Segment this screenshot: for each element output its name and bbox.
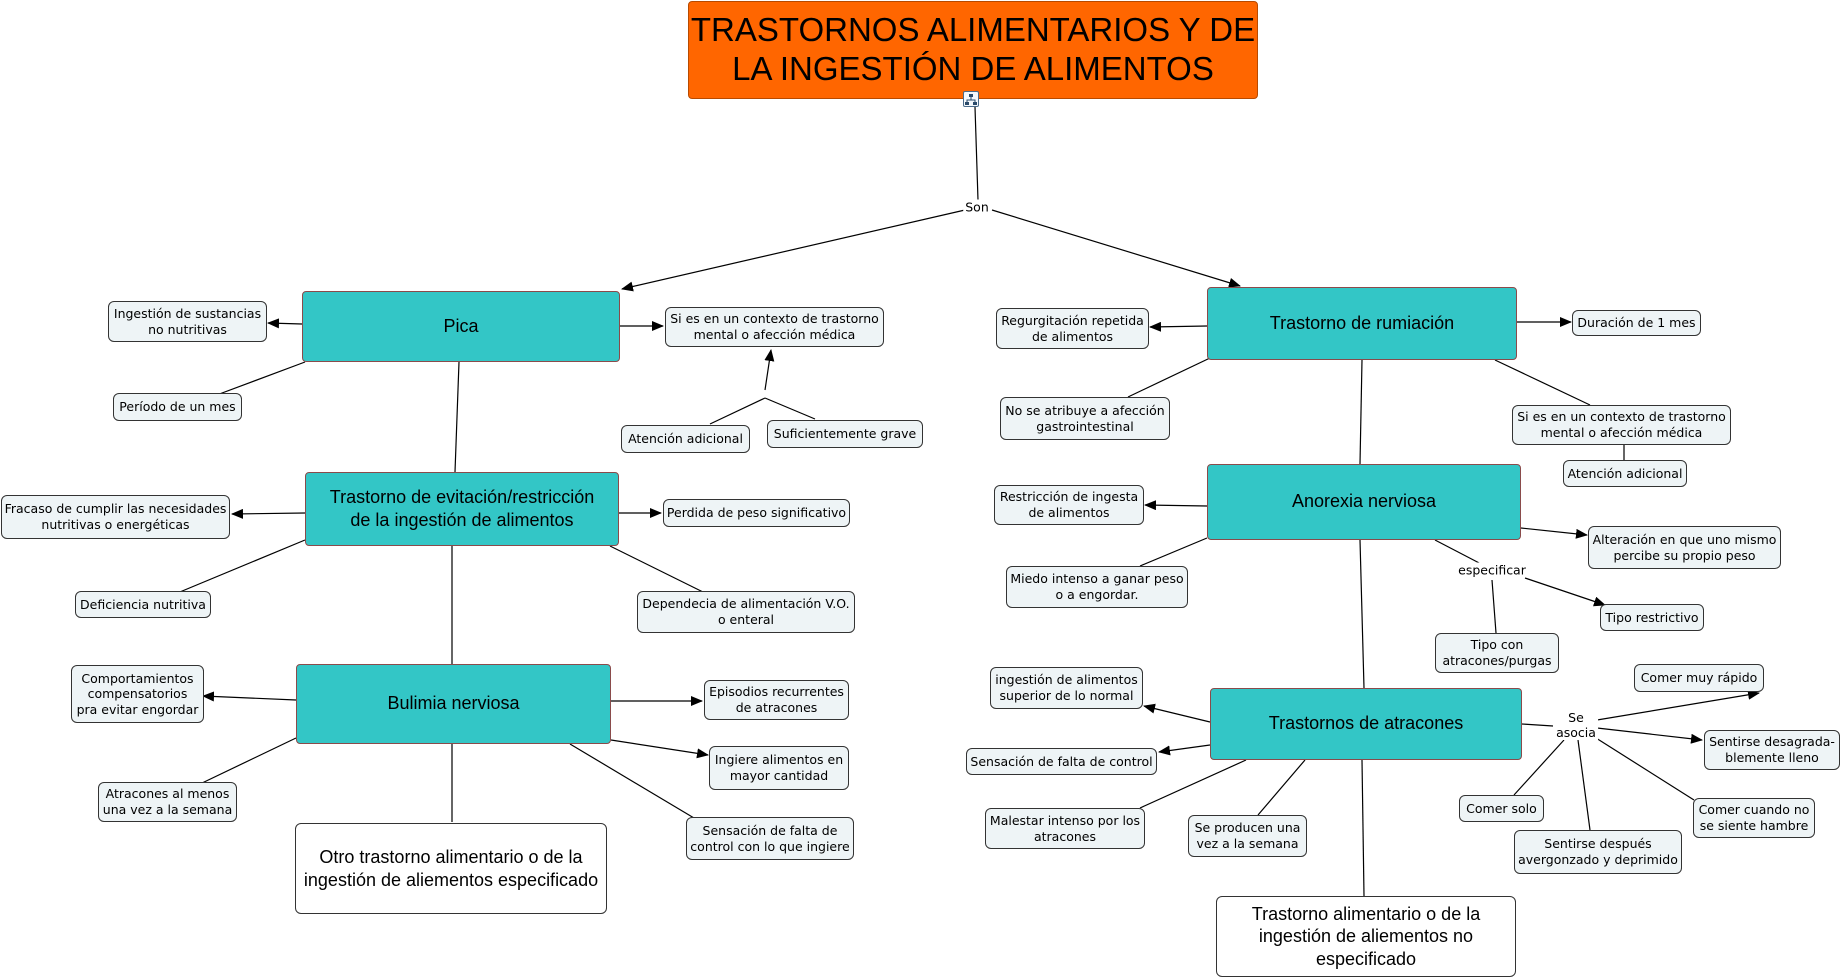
link-label-se-asocia: Se asocia [1554, 710, 1598, 740]
concept-rumiacion-regurgitacion[interactable]: Regurgitación repetida de alimentos [996, 308, 1149, 349]
connector-especificar-purgas [1491, 579, 1497, 634]
concept-rumiacion[interactable]: Trastorno de rumiación [1207, 287, 1517, 360]
connector-seasocia-lleno [1596, 727, 1703, 744]
connector-atracones-noespecificado [1361, 759, 1365, 897]
concept-bulimia-falta-control[interactable]: Sensación de falta de control con lo que… [686, 817, 854, 860]
connector-bulimia-compensatorios [202, 691, 297, 702]
concept-atracones-sinhambre[interactable]: Comer cuando no se siente hambre [1693, 798, 1815, 838]
concept-anorexia-purgas[interactable]: Tipo con atracones/purgas [1435, 633, 1559, 673]
concept-anorexia-restriccion[interactable]: Restricción de ingesta de alimentos [994, 485, 1144, 525]
concept-bulimia[interactable]: Bulimia nerviosa [296, 664, 611, 744]
connector-son-rumiacion [991, 209, 1241, 288]
connector-rumiacion-noatribuye [1127, 357, 1211, 398]
concept-map-icon[interactable] [963, 91, 979, 107]
concept-pica-grave[interactable]: Suficientemente grave [767, 420, 923, 448]
concept-arfid-fracaso[interactable]: Fracaso de cumplir las necesidades nutri… [1, 495, 230, 539]
concept-bulimia-episodios[interactable]: Episodios recurrentes de atracones [704, 680, 849, 720]
link-label-especificar: especificar [1456, 562, 1528, 578]
concept-pica-periodo[interactable]: Período de un mes [113, 393, 242, 421]
concept-atracones-rapido[interactable]: Comer muy rápido [1634, 664, 1764, 692]
concept-atracones-avergonzado[interactable]: Sentirse después avergonzado y deprimido [1514, 830, 1682, 874]
link-label-son: Son [963, 199, 991, 215]
connector-atencion-join [709, 397, 766, 425]
concept-arfid-dependencia[interactable]: Dependecia de alimentación V.O. o entera… [637, 591, 855, 633]
connector-anorexia-miedo [1139, 537, 1208, 567]
concept-pica-atencion[interactable]: Atención adicional [621, 425, 750, 453]
connector-bulimia-ingiere [610, 739, 709, 759]
connector-anorexia-especificar [1434, 539, 1486, 567]
connector-pica-arfid [454, 361, 460, 473]
concept-arfid-perdida[interactable]: Perdida de peso significativo [663, 499, 850, 527]
connector-arfid-dependencia [609, 545, 706, 594]
connector-pica-periodo [213, 361, 306, 397]
concept-rumiacion-atencion[interactable]: Atención adicional [1563, 460, 1687, 487]
concept-anorexia-miedo[interactable]: Miedo intenso a ganar peso o a engordar. [1006, 566, 1188, 608]
connector-atracones-semana [1257, 759, 1306, 816]
connector-atracones-ingestion [1143, 703, 1211, 723]
concept-anorexia-alteracion[interactable]: Alteración en que uno mismo percibe su p… [1588, 526, 1781, 569]
connector-root-son [974, 106, 979, 201]
connector-seasocia-sinhambre [1595, 737, 1695, 801]
concept-otro-especificado[interactable]: Otro trastorno alimentario o de la inges… [295, 823, 607, 914]
connector-atracones-falta [1158, 744, 1211, 756]
connector-bulimia-falta-control [569, 743, 695, 819]
connector-anorexia-restriccion [1144, 500, 1208, 511]
connector-son-pica [621, 209, 966, 292]
connector-seasocia-avergonzado [1577, 739, 1591, 831]
connector-bulimia-atracones [199, 737, 297, 785]
concept-atracones-ingestion[interactable]: ingestión de alimentos superior de lo no… [990, 667, 1143, 709]
connector-anorexia-atracones [1359, 539, 1365, 689]
connector-anorexia-alteracion [1520, 527, 1588, 539]
concept-no-especificado[interactable]: Trastorno alimentario o de la ingestión … [1216, 896, 1516, 977]
concept-anorexia[interactable]: Anorexia nerviosa [1207, 464, 1521, 540]
concept-atracones-solo[interactable]: Comer solo [1459, 795, 1544, 822]
connector-seasocia-rapido [1596, 689, 1760, 721]
concept-atracones-falta-control[interactable]: Sensación de falta de control [966, 748, 1157, 775]
concept-rumiacion-noatribuye[interactable]: No se atribuye a afección gastrointestin… [1000, 397, 1170, 440]
connector-especificar-restrictivo [1524, 577, 1606, 607]
connector-grave-join [764, 397, 816, 420]
concept-atracones-malestar[interactable]: Malestar intenso por los atracones [985, 808, 1145, 849]
connector-rumiacion-contexto [1494, 359, 1591, 406]
concept-bulimia-compensatorios[interactable]: Comportamientos compensatorios pra evita… [71, 665, 204, 723]
root-title[interactable]: TRASTORNOS ALIMENTARIOS Y DE LA INGESTIÓ… [688, 1, 1258, 99]
concept-arfid[interactable]: Trastorno de evitación/restricción de la… [305, 472, 619, 546]
connector-arfid-fracaso [231, 508, 306, 519]
concept-bulimia-atracones[interactable]: Atracones al menos una vez a la semana [98, 782, 237, 822]
connector-rumiacion-regurgitacion [1149, 321, 1208, 332]
concept-rumiacion-contexto[interactable]: Si es en un contexto de trastorno mental… [1512, 405, 1731, 445]
concept-arfid-deficiencia[interactable]: Deficiencia nutritiva [75, 591, 211, 618]
concept-rumiacion-duracion[interactable]: Duración de 1 mes [1572, 310, 1701, 336]
connector-atracones-malestar [1139, 759, 1247, 809]
concept-pica-contexto[interactable]: Si es en un contexto de trastorno mental… [665, 307, 884, 347]
concept-bulimia-ingiere[interactable]: Ingiere alimentos en mayor cantidad [709, 746, 849, 790]
concept-pica-ingestion[interactable]: Ingestión de sustancias no nutritivas [108, 301, 267, 342]
connector-atracones-seasocia [1521, 723, 1554, 727]
connector-arfid-deficiencia [174, 539, 306, 595]
connector-join-contexto [764, 349, 775, 391]
connector-seasocia-solo [1513, 739, 1565, 796]
concept-anorexia-restrictivo[interactable]: Tipo restrictivo [1600, 604, 1704, 631]
concept-atracones-lleno[interactable]: Sentirse desagrada- blemente lleno [1704, 730, 1840, 770]
connector-pica-ingestion [267, 318, 303, 329]
concept-atracones-semana[interactable]: Se producen una vez a la semana [1188, 815, 1307, 857]
concept-atracones[interactable]: Trastornos de atracones [1210, 688, 1522, 760]
concept-pica[interactable]: Pica [302, 291, 620, 362]
connector-rumiacion-anorexia [1359, 359, 1363, 465]
